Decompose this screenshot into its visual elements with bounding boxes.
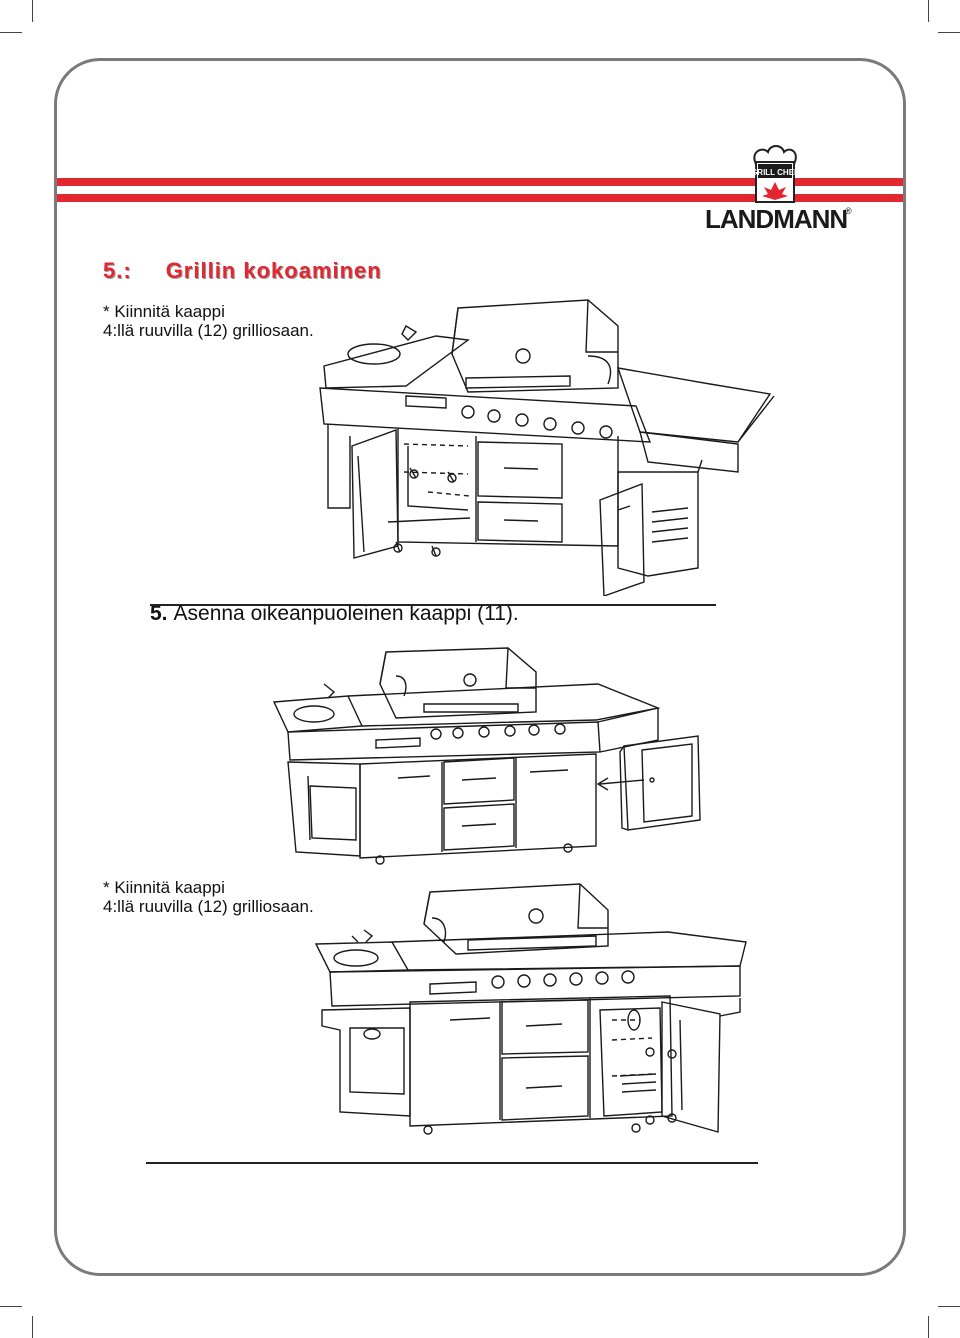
assembly-note-2: * Kiinnitä kaappi 4:llä ruuvilla (12) gr… (103, 878, 314, 916)
section-number: 5.: (103, 258, 132, 283)
landmann-logo: GRILL CHEF (751, 145, 799, 203)
section-heading: 5.: Grillin kokoaminen (103, 258, 382, 284)
crop-mark (938, 32, 960, 33)
crop-mark (32, 1316, 33, 1338)
crop-mark (938, 1306, 960, 1307)
step-divider (150, 604, 716, 606)
crop-mark (928, 1316, 929, 1338)
grill-illustration-left-cabinet (318, 296, 778, 596)
crop-mark (0, 32, 22, 33)
assembly-note-1: * Kiinnitä kaappi 4:llä ruuvilla (12) gr… (103, 302, 314, 340)
grill-illustration-attach-cabinet (268, 640, 708, 870)
note-2-line-2: 4:llä ruuvilla (12) grilliosaan. (103, 897, 314, 916)
crop-mark (32, 0, 33, 22)
section-title: Grillin kokoaminen (165, 258, 382, 283)
step-text: Asenna oikeanpuoleinen kaappi (11). (173, 602, 519, 625)
grill-illustration-right-cabinet (300, 880, 760, 1142)
note-2-line-1: * Kiinnitä kaappi (103, 878, 225, 897)
note-1-line-2: 4:llä ruuvilla (12) grilliosaan. (103, 321, 314, 340)
step-number: 5. (150, 602, 168, 625)
page-frame (54, 58, 906, 1276)
crop-mark (928, 0, 929, 22)
registered-mark: ® (845, 206, 852, 216)
chef-hat-icon: GRILL CHEF (751, 145, 799, 203)
svg-text:GRILL CHEF: GRILL CHEF (751, 168, 799, 177)
brand-name: LANDMANN (705, 204, 848, 234)
note-1-line-1: * Kiinnitä kaappi (103, 302, 225, 321)
bottom-divider (146, 1162, 758, 1164)
step-title: 5.Asenna oikeanpuoleinen kaappi (11). (150, 602, 519, 626)
crop-mark (0, 1306, 22, 1307)
